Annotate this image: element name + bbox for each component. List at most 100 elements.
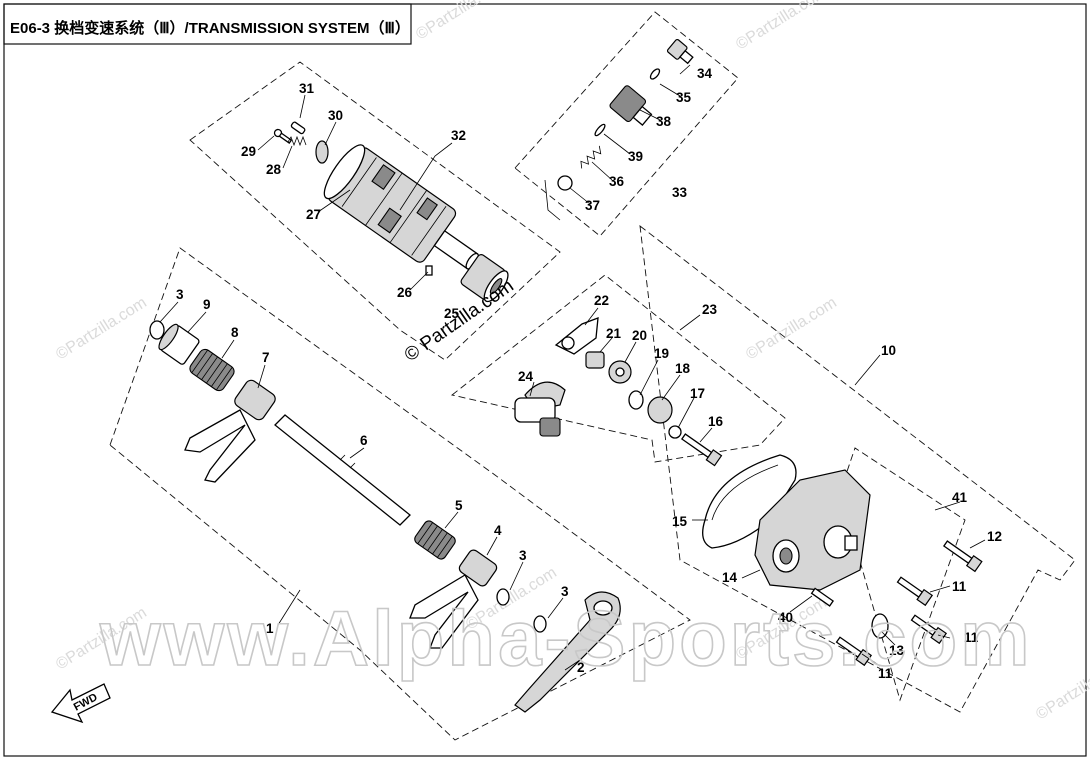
group-outline-33 [514,11,739,237]
callout-6: 6 [360,433,368,448]
diagram-border [3,3,1087,757]
washer-19 [628,390,644,410]
callout-27: 27 [306,207,321,222]
circlip-3b [496,588,510,606]
callout-21: 21 [606,326,622,341]
gearshift-linkage-parts [514,317,723,467]
detent-assembly [557,38,694,191]
spring-5 [414,520,456,560]
callout-14: 14 [722,570,738,585]
group-outline-1 [109,247,691,741]
shift-shaft-24 [514,381,566,437]
callout-5: 5 [455,498,463,513]
lever-22 [554,317,599,355]
callout-18: 18 [675,361,691,376]
pin-40 [810,587,835,607]
callout-36: 36 [609,174,625,189]
washer-35 [649,68,661,80]
callout-35: 35 [676,90,692,105]
callout-40: 40 [778,610,793,625]
title-box [3,3,412,45]
callout-8: 8 [231,325,239,340]
group-outline-32 [189,61,561,361]
callout-33: 33 [672,185,688,200]
diagram-title: E06-3 换档变速系统（Ⅲ）/TRANSMISSION SYSTEM（Ⅲ） [10,19,410,37]
watermark-large: www.Alpha-Sports.com [99,594,1033,682]
callout-13: 13 [889,643,905,658]
watermark-small: ©Partzilla.com [1033,654,1090,723]
shift-fork-4 [409,549,498,649]
bolt-12 [942,540,983,573]
callout-25: 25 [444,306,460,321]
callout-37: 37 [585,198,600,213]
bolt-34 [666,38,694,65]
callout-23: 23 [702,302,718,317]
washer-17 [668,425,682,439]
callout-20: 20 [632,328,647,343]
callout-11: 11 [878,666,893,681]
gear-20 [608,360,632,384]
callout-9: 9 [203,297,211,312]
callout-3: 3 [519,548,527,563]
callout-4: 4 [494,523,502,538]
callout-2: 2 [577,660,585,675]
cover-assembly [702,454,983,667]
callout-7: 7 [262,350,270,365]
callout-16: 16 [708,414,724,429]
spring-8 [189,348,235,392]
callout-1: 1 [266,621,274,636]
spring-28 [287,135,307,147]
callout-19: 19 [654,346,669,361]
callout-22: 22 [594,293,609,308]
callout-10: 10 [881,343,896,358]
shift-arm-2 [514,591,621,713]
callout-31: 31 [299,81,315,96]
circlip-3c [533,615,547,633]
plug-38 [609,85,653,126]
callout-11: 11 [952,579,967,594]
ball-37 [557,175,573,191]
spring-36 [580,145,602,169]
callout-39: 39 [628,149,643,164]
shift-fork-assembly [149,320,621,713]
bolt-11a [896,576,934,607]
callout-32: 32 [451,128,466,143]
seal-13 [871,613,889,639]
callout-41: 41 [952,490,968,505]
bolt-16 [680,433,723,467]
group-outline-23 [450,274,786,463]
bearing-9 [158,323,200,365]
bearing-25 [460,254,509,303]
callout-11: 11 [964,630,979,645]
callout-17: 17 [690,386,705,401]
callout-12: 12 [987,529,1002,544]
callout-3: 3 [176,287,184,302]
screw-29 [273,128,293,144]
gasket-15 [702,454,797,549]
bolt-11c [835,636,873,667]
cover-41 [754,469,871,591]
watermark-small: ©Partzilla.com [743,294,840,363]
callout-29: 29 [241,144,256,159]
callout-26: 26 [397,285,413,300]
group-outline-10 [639,224,1076,713]
callout-34: 34 [697,66,713,81]
watermark-rotated: © Partzilla.com [401,275,518,366]
leader-lines [159,64,986,671]
callout-3: 3 [561,584,569,599]
callout-15: 15 [672,514,688,529]
callout-24: 24 [518,369,534,384]
watermark-small: ©Partzilla.com [53,294,150,363]
callout-28: 28 [266,162,282,177]
bushing-18 [647,396,673,424]
oring-39 [594,123,606,137]
callout-30: 30 [328,108,343,123]
callout-38: 38 [656,114,672,129]
pin-26 [425,265,433,276]
pin-31 [290,121,306,135]
shift-drum-assembly [273,121,509,303]
shift-drum [323,144,480,270]
shift-fork-7 [184,379,276,483]
shift-shaft-6 [274,414,411,526]
